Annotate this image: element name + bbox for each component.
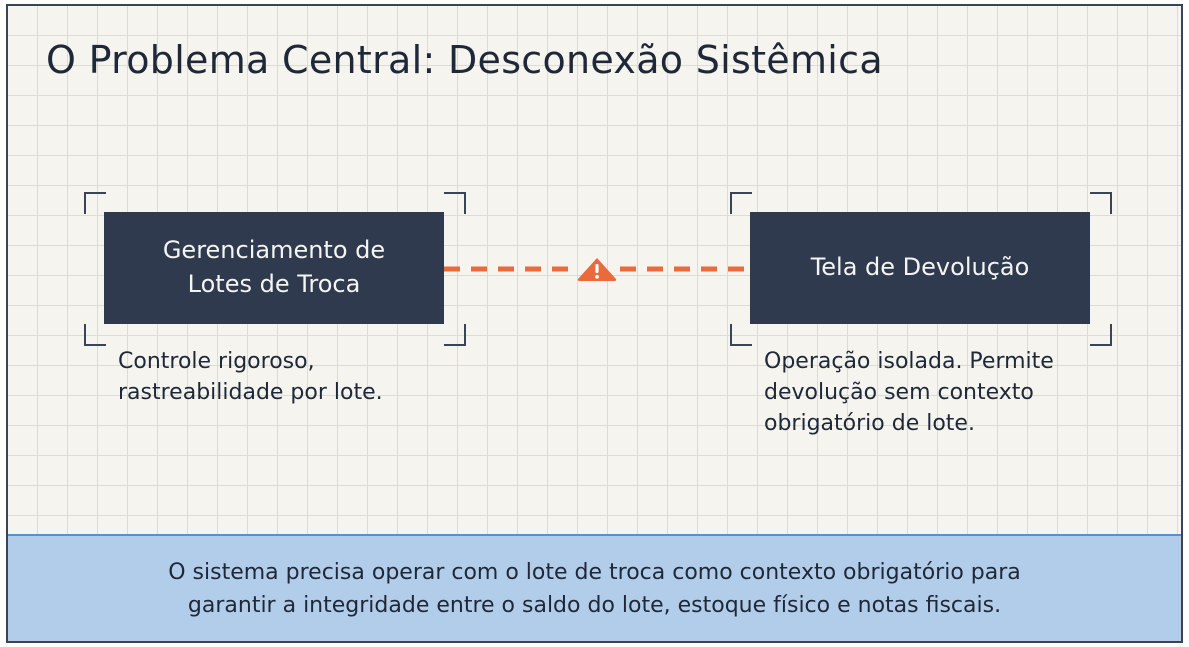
right-node-label: Tela de Devolução	[810, 253, 1030, 282]
slide: O Problema Central: Desconexão Sistêmica…	[6, 4, 1183, 643]
right-node-bracket-bottom-right	[1090, 324, 1112, 346]
conclusion-banner-text: O sistema precisa operar com o lote de t…	[168, 559, 1021, 618]
right-node-bracket-top-left	[730, 192, 752, 214]
left-node-bracket-top-left	[84, 192, 106, 214]
left-node-description: Controle rigoroso, rastreabilidade por l…	[118, 349, 383, 406]
conclusion-banner: O sistema precisa operar com o lote de t…	[8, 534, 1181, 641]
left-node-bracket-top-right	[444, 192, 466, 214]
warning-triangle-icon	[577, 258, 617, 281]
page-title: O Problema Central: Desconexão Sistêmica	[46, 38, 883, 82]
left-node-box: Gerenciamento de Lotes de Troca	[104, 212, 444, 324]
left-node-bracket-bottom-right	[444, 324, 466, 346]
right-node-description: Operação isolada. Permite devolução sem …	[764, 349, 1054, 437]
right-node-box: Tela de Devolução	[750, 212, 1090, 324]
dashed-connector	[444, 258, 750, 281]
right-node-bracket-bottom-left	[730, 324, 752, 346]
right-node-bracket-top-right	[1090, 192, 1112, 214]
left-node-bracket-bottom-left	[84, 324, 106, 346]
left-node-label: Gerenciamento de Lotes de Troca	[162, 236, 386, 298]
